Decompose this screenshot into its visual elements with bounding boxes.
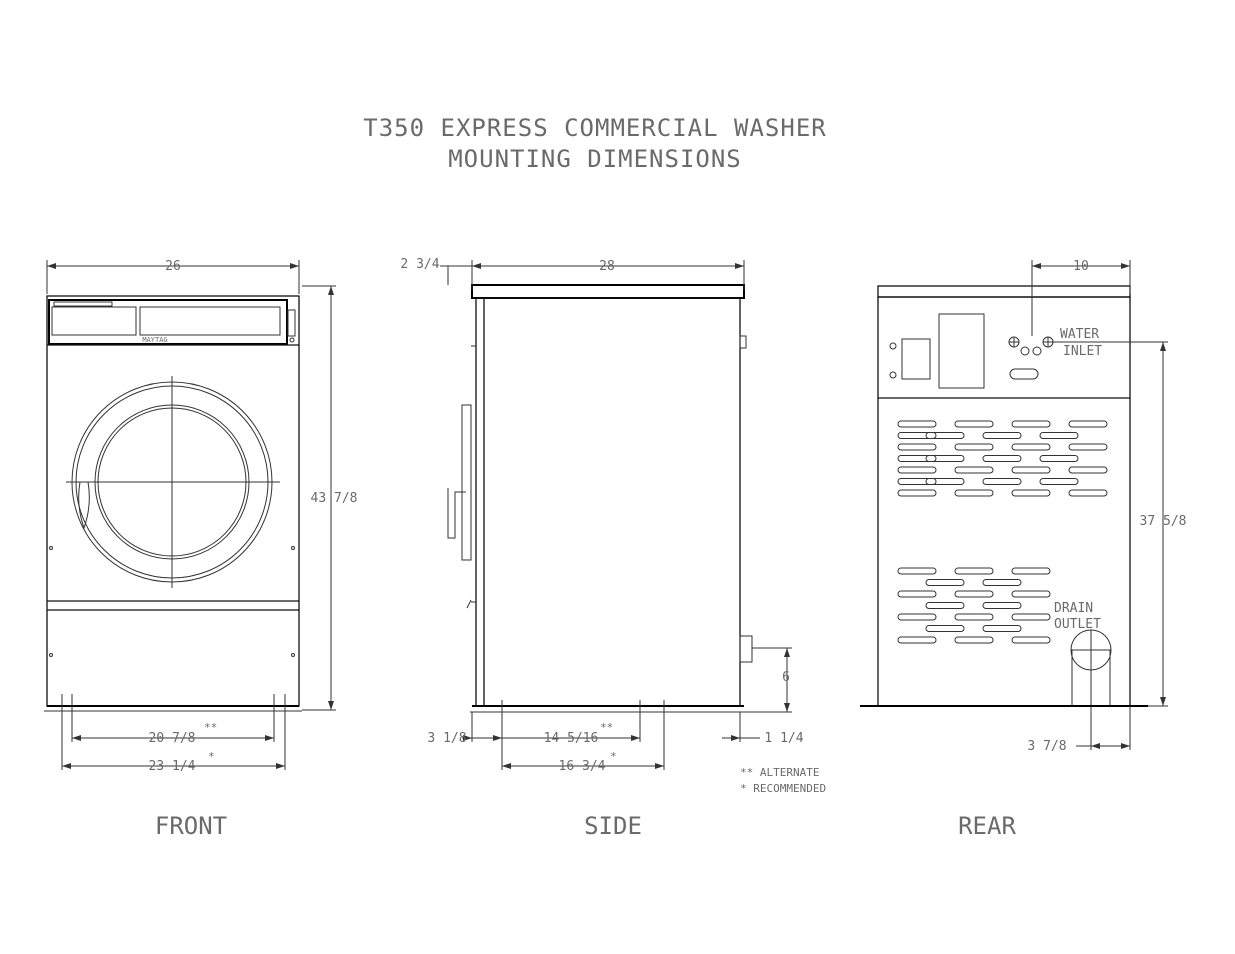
louver-slot xyxy=(983,626,1021,632)
louver-slot xyxy=(926,626,964,632)
louver-slot xyxy=(1012,490,1050,496)
svg-text:*: * xyxy=(610,750,617,763)
drawing-subtitle: MOUNTING DIMENSIONS xyxy=(448,145,742,173)
rear-inlet-offset-dim: 10 xyxy=(1073,259,1089,274)
louver-slot xyxy=(955,591,993,597)
louver-slot xyxy=(898,568,936,574)
side-view: 28 2 3/4 3 1/8 14 5/16 ** 16 3/4 * 1 1/4 xyxy=(400,257,826,840)
rear-view-label: REAR xyxy=(958,812,1016,840)
louver-slot xyxy=(1069,421,1107,427)
louver-slot xyxy=(898,421,936,427)
front-height-dim: 43 7/8 xyxy=(311,491,358,506)
svg-text:**: ** xyxy=(600,721,613,734)
louver-slot xyxy=(983,456,1021,462)
front-width-dim: 26 xyxy=(165,259,181,274)
louver-slot xyxy=(926,603,964,609)
louver-slot xyxy=(955,444,993,450)
side-top xyxy=(472,285,744,298)
svg-text:**: ** xyxy=(204,721,217,734)
legend-alternate: ** ALTERNATE xyxy=(740,766,819,779)
louver-slot xyxy=(926,479,964,485)
louver-slot xyxy=(898,637,936,643)
side-door-profile xyxy=(462,405,471,560)
side-top-offset-dim: 2 3/4 xyxy=(400,257,439,272)
side-depth-dim: 28 xyxy=(599,259,615,274)
louver-slot xyxy=(955,568,993,574)
rear-drain-offset-dim: 3 7/8 xyxy=(1027,739,1066,754)
louver-slot xyxy=(1069,444,1107,450)
front-recommended-dim: 23 1/4 xyxy=(149,759,196,774)
louver-slot xyxy=(898,591,936,597)
water-inlet-icon xyxy=(1009,337,1053,355)
louver-slot xyxy=(1012,467,1050,473)
front-view: MAYTAG 26 xyxy=(44,259,357,840)
louver-slot xyxy=(1069,467,1107,473)
louver-slot xyxy=(898,467,936,473)
rear-inlet-height-dim: 37 5/8 xyxy=(1140,514,1187,529)
louver-slot xyxy=(898,614,936,620)
louver-slot xyxy=(955,467,993,473)
side-drain-height-dim: 6 xyxy=(782,670,790,685)
side-drain-fitting xyxy=(740,636,752,662)
louver-slot xyxy=(983,479,1021,485)
louver-slot xyxy=(983,580,1021,586)
louver-slot xyxy=(955,637,993,643)
louver-slot xyxy=(1040,479,1078,485)
water-inlet-label-1: WATER xyxy=(1060,327,1099,342)
louver-slot xyxy=(955,490,993,496)
svg-text:*: * xyxy=(208,750,215,763)
louver-slot xyxy=(1012,568,1050,574)
louver-slot xyxy=(1012,591,1050,597)
water-inlet-label-2: INLET xyxy=(1063,344,1102,359)
louver-slot xyxy=(1040,456,1078,462)
louver-slot xyxy=(1012,637,1050,643)
front-cabinet xyxy=(47,296,299,706)
side-recommended-dim: 16 3/4 xyxy=(559,759,606,774)
louver-slot xyxy=(898,433,936,439)
louver-slot xyxy=(898,444,936,450)
rear-view: WATER INLET 10 37 5/8 DRAIN OUTLET xyxy=(860,259,1186,840)
rear-access-panel xyxy=(939,314,984,388)
louver-slot xyxy=(955,421,993,427)
rear-electrical-box xyxy=(902,339,930,379)
drain-outlet-label-1: DRAIN xyxy=(1054,601,1093,616)
louver-slot xyxy=(926,433,964,439)
side-view-label: SIDE xyxy=(584,812,642,840)
side-cabinet xyxy=(476,298,740,706)
side-rear-offset-dim: 1 1/4 xyxy=(764,731,803,746)
louver-slot xyxy=(955,614,993,620)
louver-slot xyxy=(898,456,936,462)
louver-slot xyxy=(983,433,1021,439)
front-alternate-dim: 20 7/8 xyxy=(149,731,196,746)
louver-slot xyxy=(1012,421,1050,427)
louver-slot xyxy=(898,490,936,496)
louver-slot xyxy=(926,456,964,462)
louver-slot xyxy=(1040,433,1078,439)
legend-recommended: * RECOMMENDED xyxy=(740,782,826,795)
side-alternate-dim: 14 5/16 xyxy=(544,731,599,746)
louver-slot xyxy=(1012,444,1050,450)
louver-slot xyxy=(983,603,1021,609)
svg-text:MAYTAG: MAYTAG xyxy=(142,336,167,344)
louver-slot xyxy=(1012,614,1050,620)
louver-slot xyxy=(926,580,964,586)
drawing-title: T350 EXPRESS COMMERCIAL WASHER xyxy=(363,114,826,142)
louver-slot xyxy=(898,479,936,485)
side-water-fitting xyxy=(740,336,746,348)
side-front-offset-dim: 3 1/8 xyxy=(427,731,466,746)
drain-outlet-icon xyxy=(1071,630,1111,750)
front-view-label: FRONT xyxy=(155,812,227,840)
louver-slot xyxy=(1069,490,1107,496)
drain-outlet-label-2: OUTLET xyxy=(1054,617,1101,632)
